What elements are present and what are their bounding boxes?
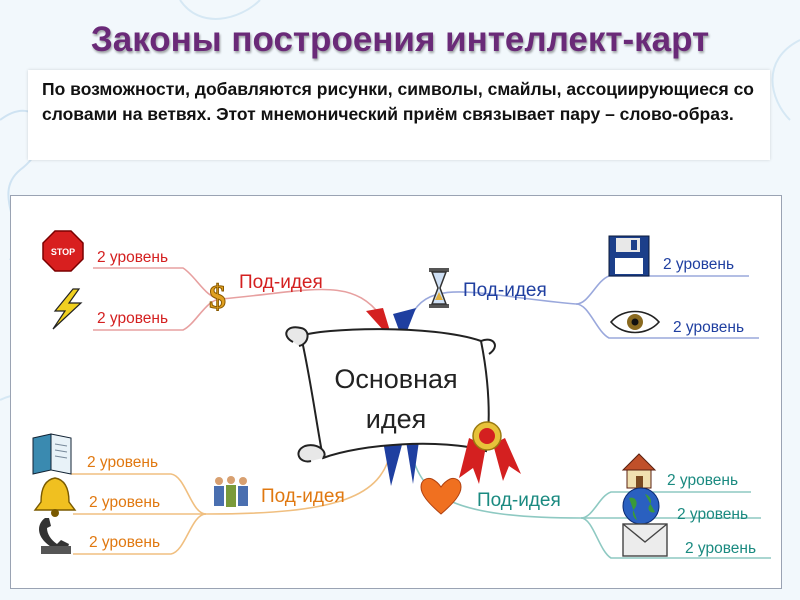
- svg-text:$: $: [209, 279, 226, 316]
- level2-label: 2 уровень: [667, 472, 739, 489]
- subidea-label-bottom-right: Под-идея: [477, 490, 561, 511]
- subidea-label-bottom-left: Под-идея: [261, 486, 345, 507]
- slide-title: Законы построения интеллект-карт: [90, 20, 710, 59]
- level2-label: 2 уровень: [89, 534, 161, 551]
- mindmap-canvas: $ STOP: [32, 230, 771, 559]
- level2-label: 2 уровень: [97, 249, 169, 266]
- mindmap-diagram: $ STOP: [10, 195, 782, 589]
- level2-label: 2 уровень: [677, 506, 749, 523]
- level2-label: 2 уровень: [685, 540, 757, 557]
- svg-text:STOP: STOP: [51, 247, 75, 257]
- level2-label: 2 уровень: [673, 319, 745, 336]
- level2-label: 2 уровень: [97, 310, 169, 327]
- level2-label: 2 уровень: [87, 454, 159, 471]
- seal-icon: [459, 421, 521, 484]
- branch-lines-top-left: [93, 267, 382, 331]
- book-icon: [32, 433, 72, 475]
- stop-sign-icon: STOP: [42, 230, 84, 272]
- hourglass-icon: [429, 268, 449, 308]
- people-icon: [214, 476, 248, 507]
- telephone-icon: [39, 518, 71, 554]
- branch-lines-bottom-left: [71, 450, 392, 555]
- subidea-label-top-right: Под-идея: [463, 280, 547, 301]
- scroll-shape: [285, 326, 496, 463]
- body-text: По возможности, добавляются рисунки, сим…: [42, 79, 754, 124]
- bell-icon: [33, 477, 77, 517]
- level2-label: 2 уровень: [89, 494, 161, 511]
- house-icon: [621, 453, 657, 489]
- body-textbox: По возможности, добавляются рисунки, сим…: [28, 70, 770, 160]
- heart-icon: [420, 477, 462, 515]
- globe-icon: [622, 487, 660, 525]
- envelope-icon: [622, 523, 668, 557]
- dollar-icon: $: [209, 279, 227, 317]
- eye-icon: [609, 310, 661, 334]
- central-idea-line-1: Основная: [334, 364, 458, 394]
- central-idea: Основная идея: [311, 359, 481, 439]
- subidea-label-top-left: Под-идея: [239, 272, 323, 293]
- central-idea-line-2: идея: [365, 404, 427, 434]
- floppy-disk-icon: [608, 235, 650, 277]
- level2-label: 2 уровень: [663, 256, 735, 273]
- lightning-icon: [52, 288, 83, 330]
